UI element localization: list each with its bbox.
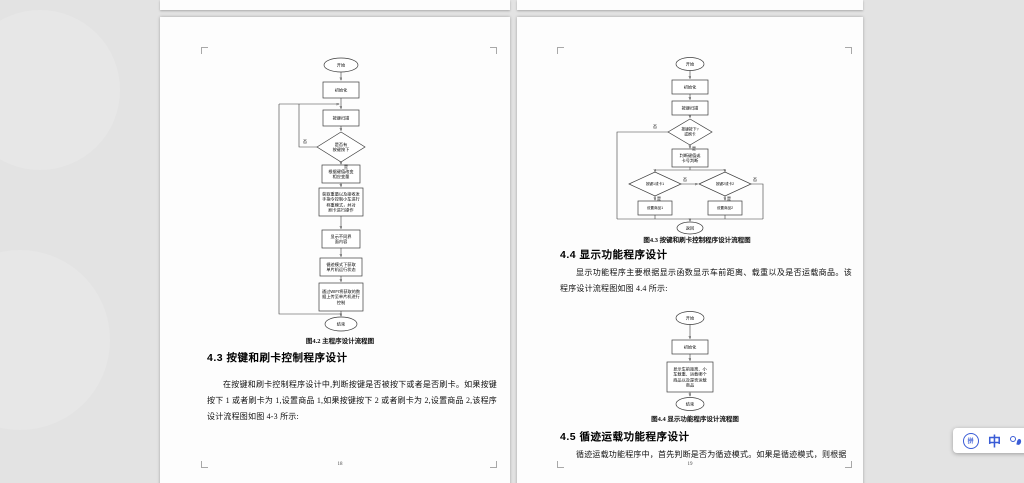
- flowchart-display-function[interactable]: [627, 310, 757, 414]
- branch-yes-label: 是: [692, 146, 696, 151]
- ime-comma-icon: [1016, 438, 1022, 445]
- node-scan: 按键扫描: [681, 105, 699, 111]
- section-heading-4-3[interactable]: 4.3 按键和刷卡控制程序设计: [207, 352, 348, 364]
- node-init: 初始化: [334, 87, 348, 93]
- node-return: 返回: [685, 225, 695, 231]
- branch-yes-label: 是: [727, 196, 731, 201]
- node-start: 开始: [685, 61, 695, 67]
- branch-no-label: 否: [303, 139, 307, 144]
- text-boundary-mark: [490, 461, 497, 468]
- node-track-mode: 循迹模式下获取 单片机运行状态: [326, 261, 356, 272]
- section-heading-4-4[interactable]: 4.4 显示功能程序设计: [560, 249, 668, 261]
- node-decision: 是否有 按键按下: [332, 141, 350, 152]
- node-set-product2: 设置商品2: [716, 205, 734, 210]
- node-key1-decision: 按键1或卡1: [645, 181, 665, 186]
- ime-tools-icon[interactable]: [1010, 435, 1022, 447]
- ime-dot-icon: [1010, 435, 1017, 442]
- text-boundary-mark: [490, 47, 497, 54]
- node-key2-decision: 按键2或卡2: [715, 181, 735, 186]
- ime-pinyin-icon[interactable]: 拼: [962, 432, 979, 449]
- document-page-left[interactable]: 开始 初始化 按键扫描 是否有 按键按下 否 是 根据键值改变 相应变量 获取重…: [160, 17, 510, 483]
- node-display: 显示不同界 面内容: [330, 233, 352, 244]
- branch-no-label: 否: [683, 177, 687, 182]
- background-glare: [0, 250, 110, 430]
- paragraph-4-3[interactable]: 在按键和刷卡控制程序设计中,判断按键是否被按下或者是否刷卡。如果按键按下 1 或…: [207, 380, 497, 421]
- branch-yes-label: 是: [657, 196, 661, 201]
- node-weight: 获取重量以及接收发 手指令控制小车进行 称重模式，并对 刷卡进行操作: [322, 191, 360, 213]
- text-boundary-mark: [845, 47, 852, 54]
- node-judge: 判断键值或 卡号判断: [679, 152, 701, 163]
- node-start: 开始: [336, 62, 346, 68]
- text-boundary-mark: [845, 461, 852, 468]
- previous-page-left-bottom[interactable]: [160, 0, 510, 10]
- flowchart-key-card-control[interactable]: [597, 55, 787, 241]
- paragraph-4-5[interactable]: 循迹运载功能程序中，首先判断是否为循迹模式。如果是循迹模式，则根据: [576, 450, 847, 459]
- ime-status-bar[interactable]: 拼 中: [953, 428, 1024, 453]
- node-scan: 按键扫描: [332, 115, 350, 121]
- node-end: 结束: [336, 321, 346, 327]
- node-init: 初始化: [683, 344, 697, 350]
- text-boundary-mark: [557, 47, 564, 54]
- node-display-content: 显示车前距离、小 车载重、运载哪个 商品以及是否运载 商品: [673, 366, 707, 388]
- text-boundary-mark: [201, 47, 208, 54]
- node-set-product1: 设置商品1: [646, 205, 664, 210]
- section-heading-4-5[interactable]: 4.5 循迹运载功能程序设计: [560, 431, 690, 443]
- node-decision: 按键按下? 或刷卡: [681, 127, 699, 136]
- text-boundary-mark: [557, 461, 564, 468]
- branch-no-label: 否: [653, 124, 657, 129]
- branch-yes-label: 是: [344, 164, 348, 169]
- node-start: 开始: [685, 315, 695, 321]
- figure-caption-4-2[interactable]: 图4.2 主程序设计流程图: [305, 338, 375, 345]
- page-number: 18: [337, 462, 343, 467]
- node-end: 结束: [685, 401, 695, 407]
- flowchart-main-program[interactable]: [253, 55, 433, 340]
- previous-page-right-bottom[interactable]: [517, 0, 863, 10]
- figure-caption-4-3[interactable]: 图4.3 按键和刷卡控制程序设计流程图: [643, 237, 751, 244]
- node-keyvalue: 根据键值改变 相应变量: [328, 168, 354, 179]
- text-boundary-mark: [201, 461, 208, 468]
- branch-no-label: 否: [753, 177, 757, 182]
- node-wifi-upload: 通过WIFI将获取的数 据上传至单片机进行 控制: [321, 289, 361, 305]
- node-init: 初始化: [683, 84, 697, 90]
- background-glare: [0, 10, 120, 170]
- ime-language-indicator[interactable]: 中: [987, 434, 1001, 449]
- document-page-right[interactable]: 开始 初始化 按键扫描 按键按下? 或刷卡 否 是 判断键值或 卡号判断 按键1…: [517, 17, 863, 483]
- page-number: 19: [687, 462, 693, 467]
- paragraph-4-4[interactable]: 显示功能程序主要根据显示函数显示车前距离、载重以及是否运载商品。该程序设计流程图…: [560, 268, 852, 293]
- figure-caption-4-4[interactable]: 图4.4 显示功能程序设计流程图: [651, 416, 739, 423]
